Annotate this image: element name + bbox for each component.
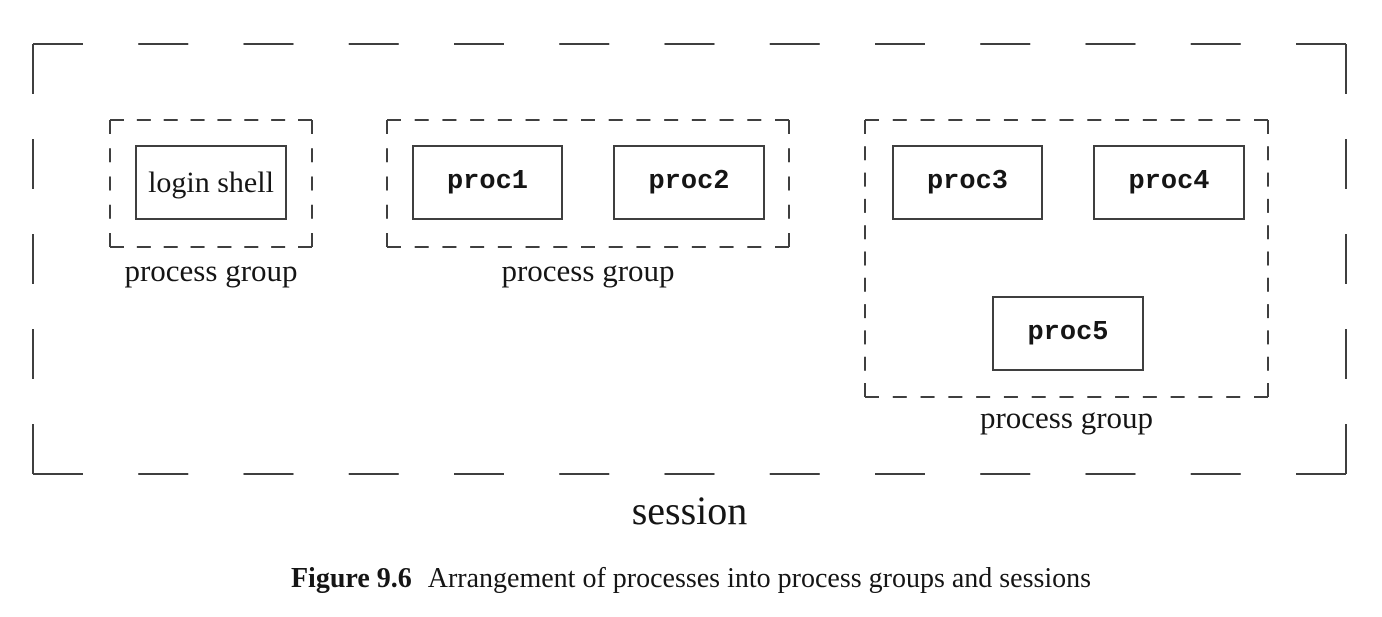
process-box-login-shell: login shell (135, 145, 287, 220)
process-group-2-boundary-box (386, 119, 790, 248)
figure-caption-number: Figure 9.6 (290, 563, 412, 594)
process-box-label: proc5 (1027, 318, 1109, 348)
process-box-label: proc2 (648, 167, 730, 197)
process-box-label: proc4 (1128, 167, 1210, 197)
figure-caption: Figure 9.6 Arrangement of processes into … (0, 560, 1382, 598)
process-group-1-label: process group (124, 253, 298, 288)
process-group-1-boundary-box (109, 119, 313, 248)
process-box-proc1: proc1 (412, 145, 563, 220)
process-group-3-label: process group (979, 400, 1154, 435)
process-box-label: proc3 (926, 167, 1008, 197)
session-boundary-box (32, 43, 1347, 475)
process-box-proc5: proc5 (992, 296, 1144, 371)
process-box-proc3: proc3 (892, 145, 1043, 220)
session-label: session (631, 488, 748, 533)
process-box-proc4: proc4 (1093, 145, 1245, 220)
process-box-proc2: proc2 (613, 145, 765, 220)
process-group-2-label: process group (501, 253, 675, 288)
figure-caption-title: Arrangement of processes into process gr… (427, 563, 1092, 594)
process-box-label: proc1 (446, 167, 528, 197)
process-group-3-boundary-box (864, 119, 1269, 398)
process-box-label: login shell (148, 165, 274, 199)
